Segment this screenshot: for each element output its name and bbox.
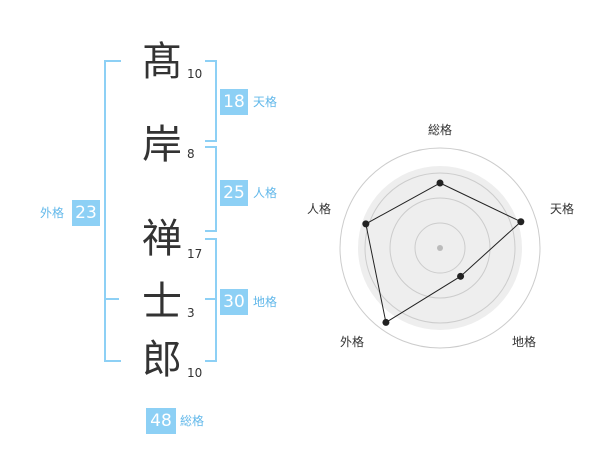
name-char-3: 禅	[142, 216, 182, 262]
soukaku-badge: 48	[146, 408, 176, 434]
tenkaku-bracket	[205, 60, 217, 142]
chikaku-bracket	[205, 238, 217, 362]
gaikaku-divider	[104, 298, 119, 300]
radar-label-gaikaku: 外格	[340, 334, 364, 349]
tenkaku-label: 天格	[253, 95, 278, 109]
radar-ring	[414, 222, 466, 274]
stroke-count-1: 10	[187, 67, 203, 81]
radar-polygon	[365, 182, 522, 324]
jinkaku-label: 人格	[253, 186, 278, 200]
radar-point	[436, 179, 444, 187]
stroke-count-2: 8	[187, 147, 195, 161]
radar-point	[362, 220, 370, 228]
chikaku-divider	[205, 298, 217, 300]
name-char-1: 髙	[142, 39, 182, 85]
stroke-count-5: 10	[187, 366, 203, 380]
radar-point	[517, 218, 525, 226]
name-char-5: 郎	[142, 337, 182, 383]
jinkaku-bracket	[205, 146, 217, 232]
radar-center	[437, 245, 443, 251]
radar-point	[382, 318, 390, 326]
fortune-radar-chart: 総格 天格 地格 外格 人格	[307, 122, 574, 349]
stroke-count-3: 17	[187, 247, 203, 261]
stroke-count-4: 3	[187, 306, 195, 320]
soukaku-label: 総格	[180, 414, 205, 428]
radar-label-jinkaku: 人格	[307, 201, 331, 216]
gaikaku-bracket	[104, 60, 121, 362]
tenkaku-badge: 18	[220, 89, 248, 115]
chikaku-badge: 30	[220, 289, 248, 315]
radar-label-soukaku: 総格	[428, 122, 452, 137]
radar-ring	[339, 147, 541, 349]
name-char-4: 士	[142, 279, 182, 325]
radar-label-chikaku: 地格	[512, 334, 536, 349]
name-char-2: 岸	[142, 122, 182, 168]
gaikaku-badge: 23	[72, 200, 100, 226]
gaikaku-label: 外格	[40, 206, 65, 220]
chikaku-label: 地格	[253, 295, 278, 309]
radar-ring	[364, 172, 516, 324]
radar-point	[457, 272, 465, 280]
radar-ring	[389, 197, 491, 299]
radar-label-tenkaku: 天格	[550, 201, 574, 216]
jinkaku-badge: 25	[220, 180, 248, 206]
